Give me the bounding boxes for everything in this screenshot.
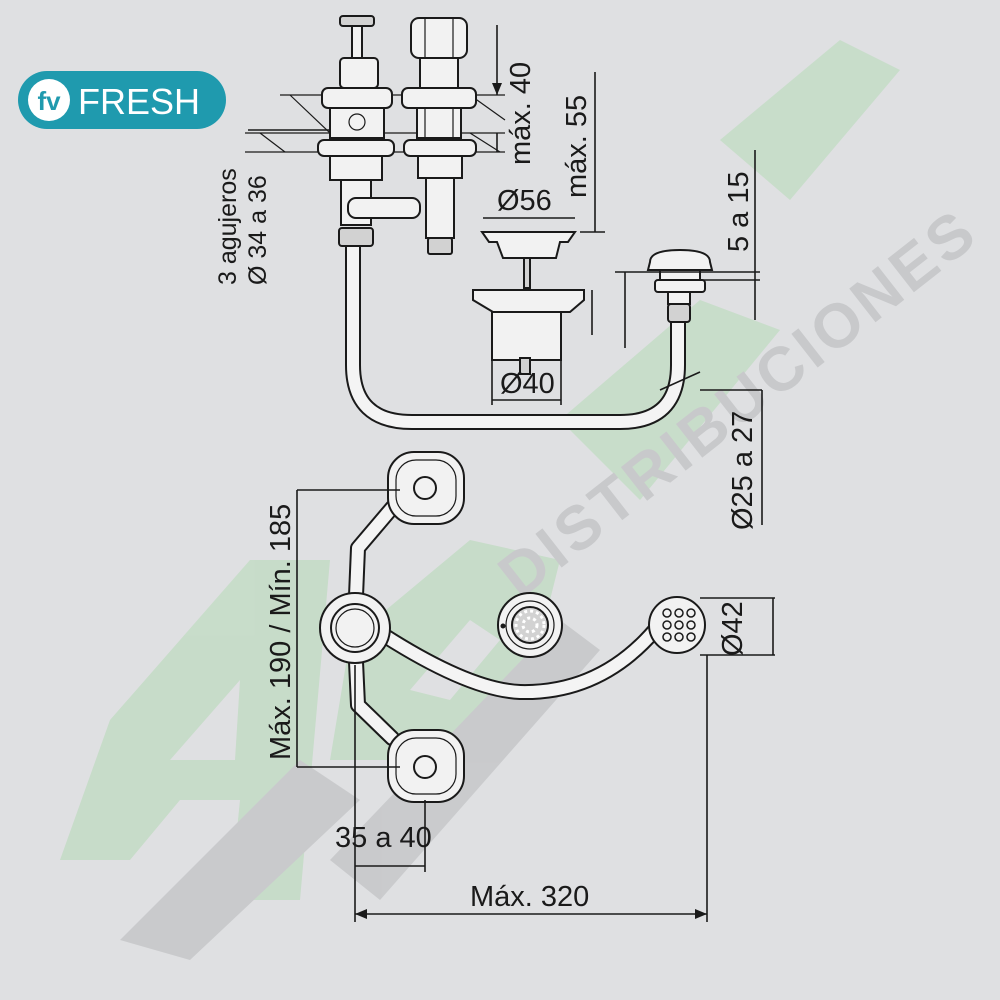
side-view: 3 agujeros Ø 34 a 36 máx. 40 máx. 55 Ø56… bbox=[214, 15, 763, 530]
plan-view: Máx. 190 / Mín. 185 Ø42 35 a 40 Máx. 320 bbox=[265, 451, 775, 922]
label-max40: máx. 40 bbox=[505, 62, 537, 165]
label-range5-15: 5 a 15 bbox=[723, 171, 755, 252]
watermark: DISTRIBUCIONES bbox=[60, 40, 991, 960]
label-max55: máx. 55 bbox=[561, 95, 593, 198]
label-holes: 3 agujeros bbox=[214, 168, 242, 285]
label-d25-27: Ø25 a 27 bbox=[727, 411, 759, 530]
label-spacing: 35 a 40 bbox=[335, 822, 432, 854]
plan-valve-top bbox=[387, 451, 465, 525]
plan-overflow-head bbox=[648, 596, 706, 654]
label-d42: Ø42 bbox=[717, 601, 749, 656]
plan-dimension-lines bbox=[296, 489, 775, 922]
label-d56: Ø56 bbox=[497, 185, 552, 217]
brand-logo: fv FRESH bbox=[18, 71, 226, 129]
drain-body bbox=[472, 289, 585, 375]
plan-drain bbox=[497, 592, 563, 658]
label-holes-diameter: Ø 34 a 36 bbox=[244, 175, 272, 285]
drain-plug bbox=[480, 231, 577, 289]
label-height: Máx. 190 / Mín. 185 bbox=[265, 504, 297, 760]
brand-logo-mark: fv bbox=[37, 86, 61, 116]
brand-logo-text: FRESH bbox=[78, 81, 200, 122]
valve-right bbox=[401, 17, 477, 255]
plan-valve-bottom bbox=[387, 729, 465, 803]
dimension-lines bbox=[248, 25, 763, 525]
overflow-fitting bbox=[646, 248, 714, 323]
label-d40: Ø40 bbox=[500, 368, 555, 400]
watermark-text: DISTRIBUCIONES bbox=[486, 196, 991, 611]
label-max320: Máx. 320 bbox=[470, 881, 589, 913]
valve-left bbox=[317, 15, 421, 247]
plan-spout bbox=[319, 592, 391, 664]
watermark-logo-letters bbox=[60, 40, 900, 960]
